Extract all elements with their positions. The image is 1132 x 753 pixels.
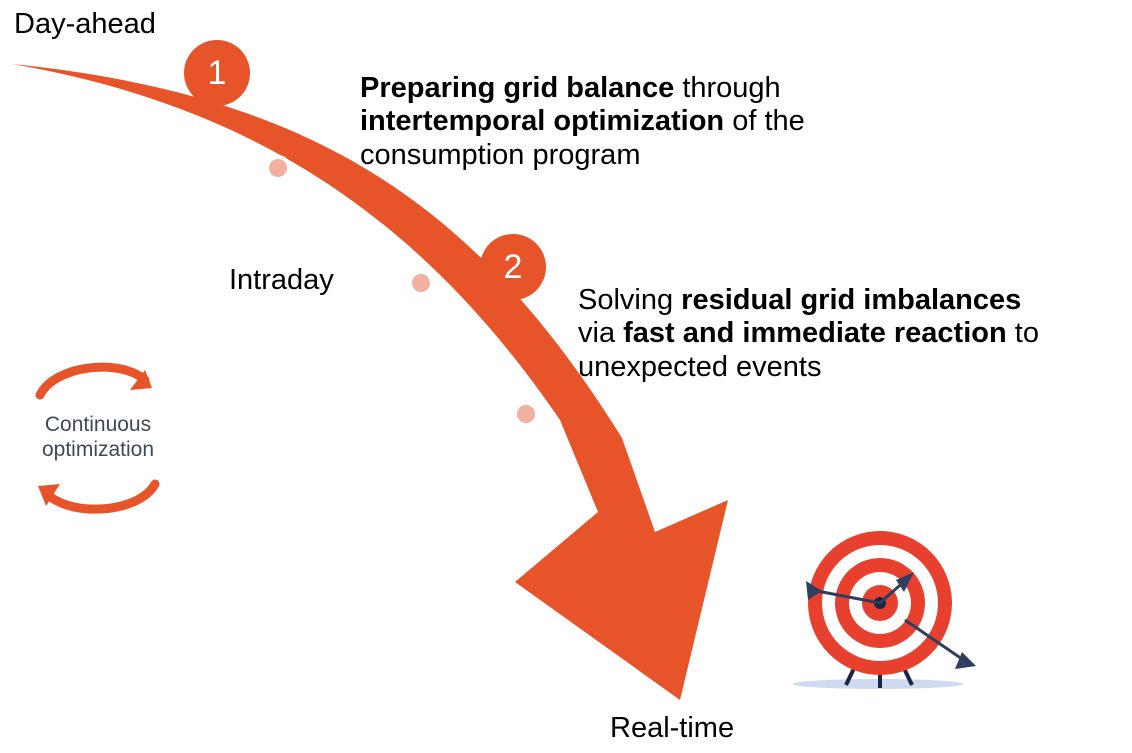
label-intraday: Intraday [229, 264, 334, 296]
description-text: consumption program [360, 138, 641, 171]
continuous-optimization-label: Continuous optimization [18, 412, 178, 462]
timeline-dot [513, 401, 539, 427]
description-bold-text: intertemporal optimization [360, 105, 725, 138]
description-bold-text: residual grid imbalances [681, 284, 1022, 316]
description-text: of the [724, 105, 805, 138]
step-2-description: Solving residual grid imbalances via fast… [578, 284, 1039, 384]
continuous-label-line2: optimization [41, 438, 155, 462]
description-bold-text: Preparing grid balance [360, 72, 675, 104]
step-1-badge: 1 [184, 40, 250, 106]
step-2-badge: 2 [480, 234, 546, 300]
label-day-ahead: Day-ahead [14, 8, 156, 40]
description-text: via [578, 317, 624, 350]
label-real-time: Real-time [610, 712, 735, 744]
continuous-label-line1: Continuous [44, 413, 152, 436]
loop-arrowhead-bottom [38, 484, 60, 506]
target-with-arrows-icon [793, 531, 976, 689]
circular-arrows-icon [35, 362, 160, 514]
description-text: through [674, 72, 781, 104]
timeline-dots [265, 155, 539, 427]
description-text: to [1006, 317, 1039, 350]
timeline-dot [408, 270, 434, 296]
timeline-dot [265, 155, 291, 181]
timeline-arrow [12, 64, 728, 700]
loop-arrowhead-top [130, 370, 152, 390]
description-bold-text: fast and immediate reaction [623, 317, 1007, 350]
description-text: Solving [578, 284, 682, 316]
description-text: unexpected events [578, 350, 822, 383]
